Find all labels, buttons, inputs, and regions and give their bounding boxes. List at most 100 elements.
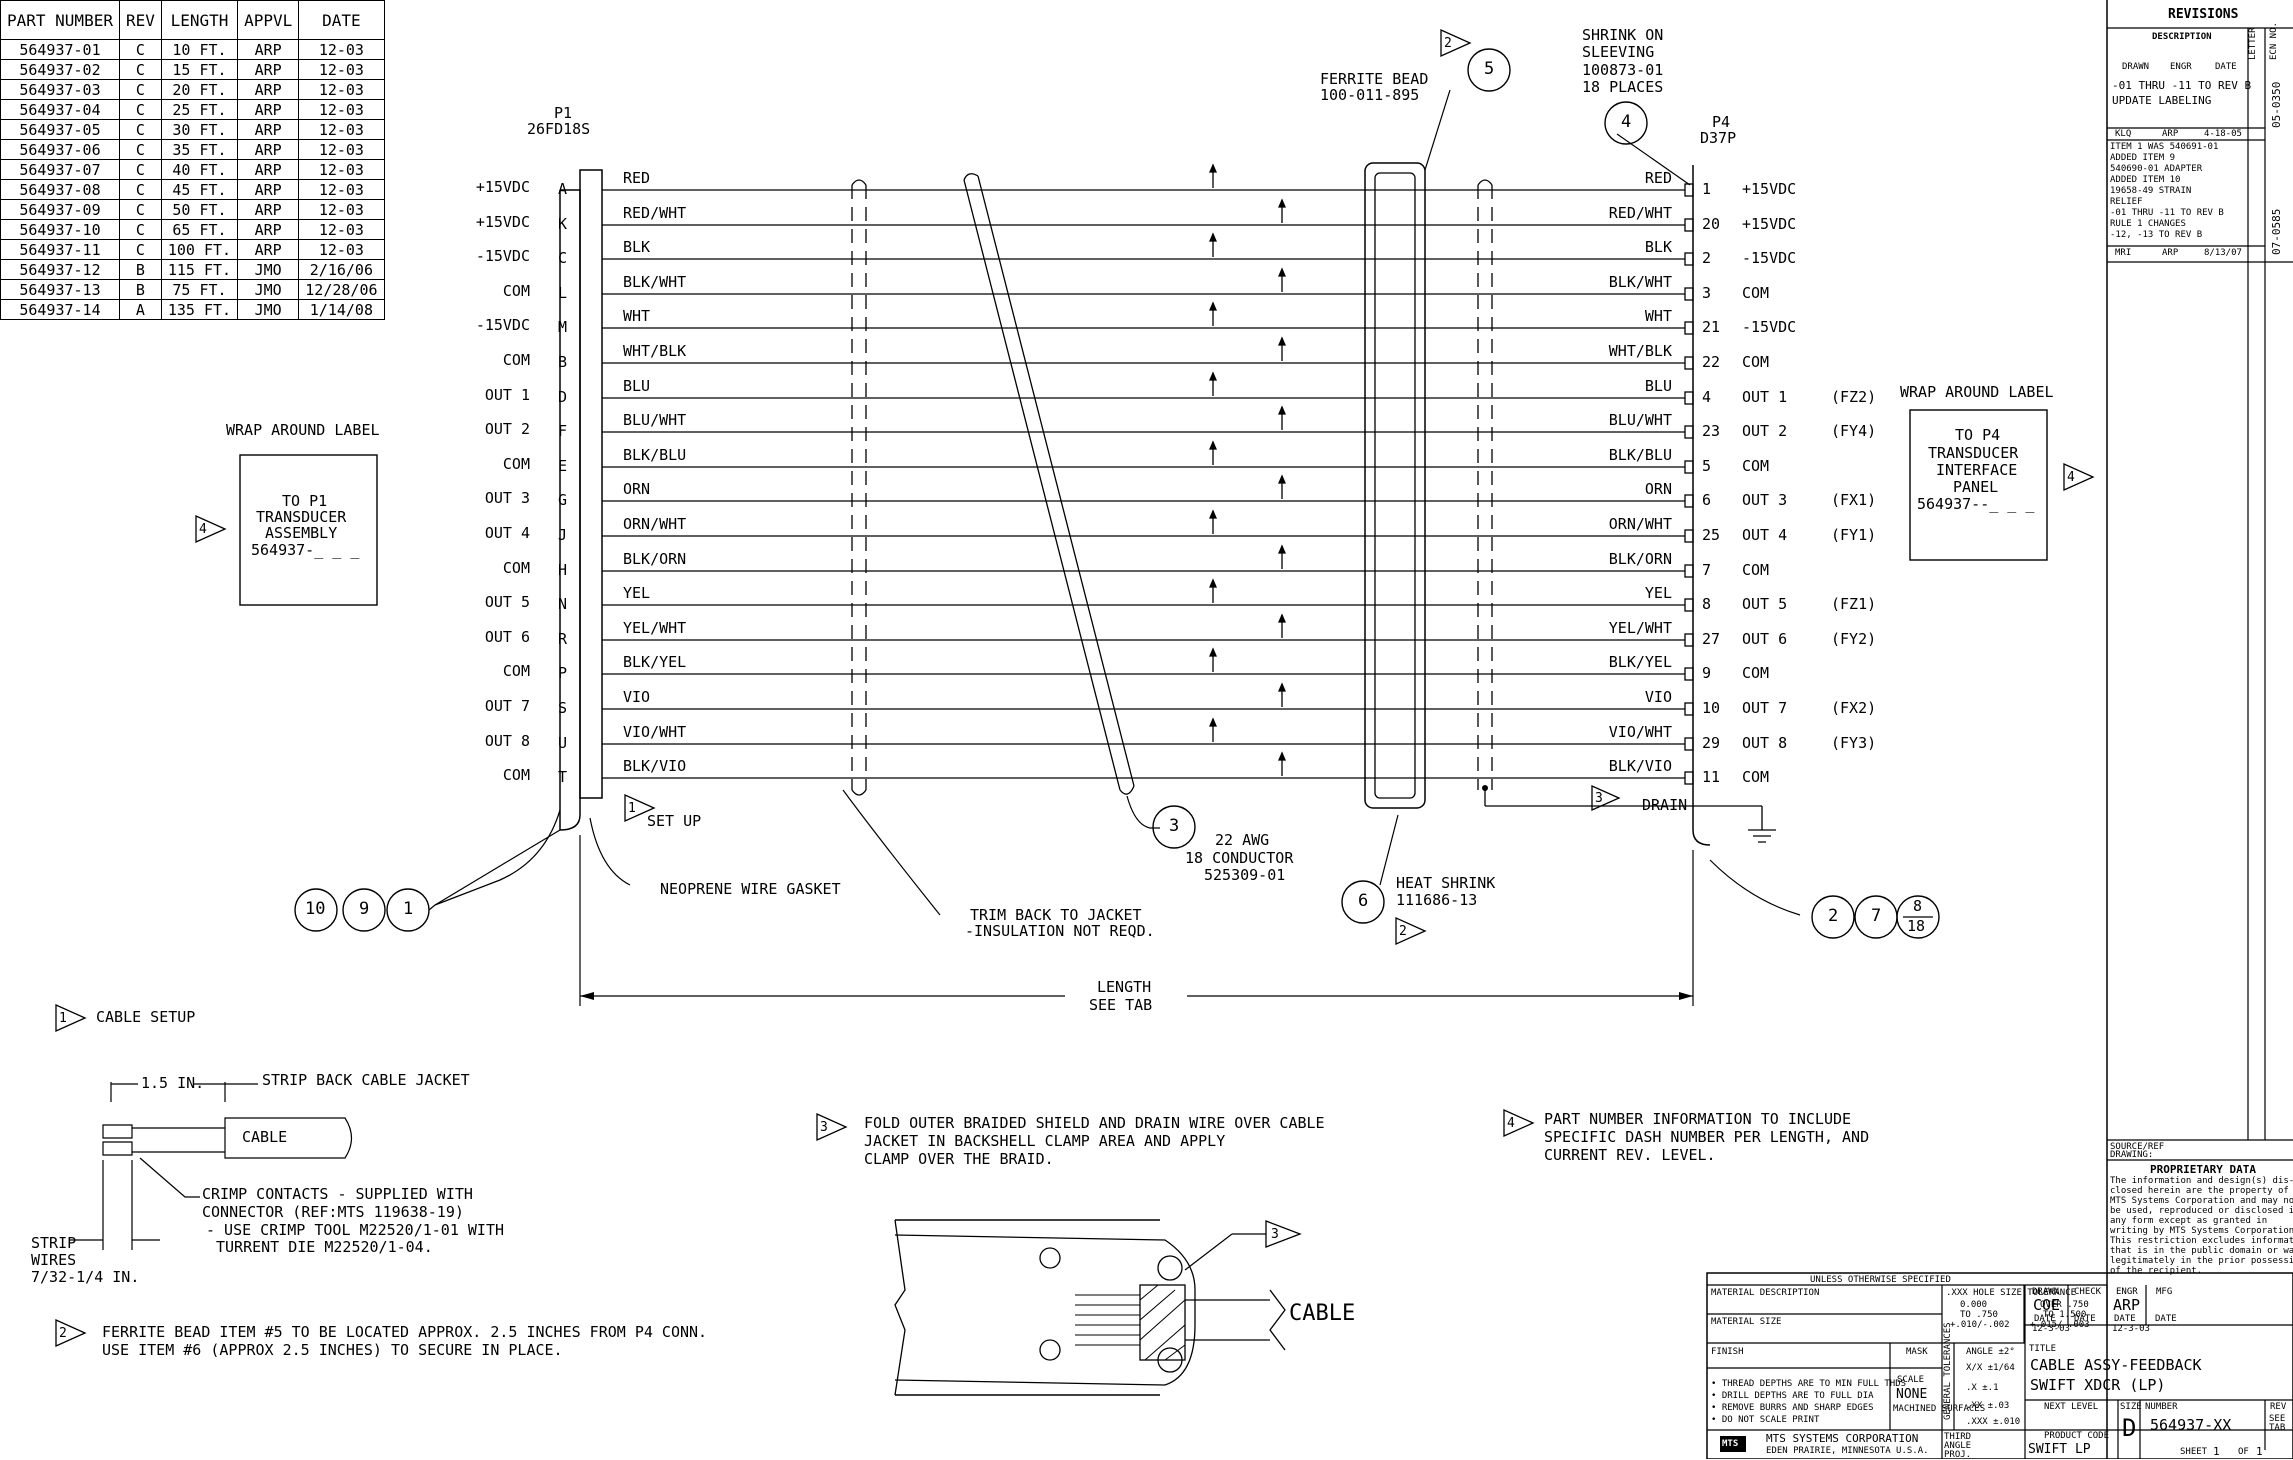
- wire-signal-right: OUT 3: [1742, 491, 1788, 509]
- shrink-sleeve: [1684, 633, 1694, 647]
- wrap-right-l3: INTERFACE: [1936, 461, 2018, 479]
- wire-signal-left: OUT 6: [484, 628, 530, 646]
- note-2-line1: FERRITE BEAD ITEM #5 TO BE LOCATED APPRO…: [102, 1323, 708, 1341]
- tb-mask: MASK: [1906, 1347, 1928, 1357]
- wire-signal-right: OUT 2: [1742, 422, 1788, 440]
- wire-pin-right: 3: [1702, 284, 1712, 302]
- flag-4-note: 4: [1507, 1116, 1515, 1131]
- shrink-sleeve: [1684, 529, 1694, 543]
- wrap-right-l5: 564937--_ _ _: [1917, 495, 2035, 513]
- wire-color-left: VIO/WHT: [623, 723, 687, 741]
- tb-check: CHECK: [2074, 1287, 2102, 1297]
- wire-signal-left: OUT 1: [484, 386, 530, 404]
- wire-pin-left: T: [558, 768, 568, 786]
- wire-pin-right: 29: [1702, 734, 1721, 752]
- rev1-sign-date: 4-18-05: [2204, 129, 2242, 139]
- wire-color-left: BLK/WHT: [623, 273, 687, 291]
- wire-signal-right: +15VDC: [1742, 180, 1797, 198]
- wire-pin-right: 5: [1702, 457, 1712, 475]
- strip-wires-3: 7/32-1/4 IN.: [31, 1268, 140, 1286]
- shrink-label-3: 100873-01: [1582, 61, 1664, 79]
- wire-note: (FY4): [1831, 422, 1877, 440]
- parts-cell: 65 FT.: [160, 219, 239, 240]
- pair-arrow: [1278, 267, 1286, 277]
- length-label: LENGTH: [1097, 978, 1152, 996]
- shrink-sleeve: [1684, 702, 1694, 716]
- parts-cell: 564937-04: [0, 99, 120, 120]
- cable-spec-2: 18 CONDUCTOR: [1185, 849, 1294, 867]
- parts-header-cell: DATE: [298, 0, 385, 40]
- wrap-right-l1: TO P4: [1955, 426, 2001, 444]
- wire-signal-right: COM: [1742, 353, 1770, 371]
- note-3-line2: JACKET IN BACKSHELL CLAMP AREA AND APPLY: [864, 1132, 1226, 1150]
- wire-pin-left: M: [558, 318, 568, 336]
- p1-connector: [579, 169, 603, 799]
- prop-text-line: The information and design(s) dis-: [2110, 1176, 2293, 1186]
- prop-text-line: MTS Systems Corporation and may not: [2110, 1196, 2293, 1206]
- wire-signal-left: COM: [502, 282, 530, 300]
- tb-material-desc: MATERIAL DESCRIPTION: [1711, 1288, 1820, 1298]
- wire-color-right: WHT/BLK: [1608, 342, 1672, 360]
- wire-pin-left: E: [558, 457, 568, 475]
- wire-color-right: BLK/WHT: [1608, 273, 1672, 291]
- wire-signal-left: COM: [502, 662, 530, 680]
- wire-pin-left: R: [558, 630, 568, 648]
- tb-tol-head: .XXX HOLE SIZE TOLERANCE: [1946, 1288, 2077, 1298]
- tb-tol1-a: 0.000: [1960, 1300, 1988, 1310]
- parts-cell: 135 FT.: [160, 299, 239, 320]
- pair-arrow: [1209, 647, 1217, 657]
- pair-arrow: [1278, 613, 1286, 623]
- rev-title: REVISIONS: [2168, 7, 2239, 22]
- setup-label: SET UP: [647, 812, 702, 830]
- wire-pin-right: 8: [1702, 595, 1712, 613]
- wire-pin-left: G: [558, 491, 568, 509]
- wire-signal-right: -15VDC: [1742, 318, 1797, 336]
- wire-signal-right: COM: [1742, 664, 1770, 682]
- wire-signal-right: -15VDC: [1742, 249, 1797, 267]
- rev1-sign-drawn: KLQ: [2115, 129, 2132, 139]
- clamp-cable-label: CABLE: [1289, 1301, 1356, 1326]
- tb-of: OF: [2238, 1447, 2249, 1457]
- prop-text-line: of the recipient.: [2110, 1266, 2203, 1276]
- wire-pin-left: A: [558, 180, 568, 198]
- prop-text-line: any form except as granted in: [2110, 1216, 2268, 1226]
- wire-pin-left: J: [558, 526, 568, 544]
- tb-size-val: D: [2122, 1414, 2137, 1442]
- balloon-7: 7: [1871, 906, 1882, 926]
- tb-x: .X ±.1: [1966, 1383, 1999, 1393]
- pair-arrow: [1209, 301, 1217, 311]
- flag-4-left: 4: [199, 522, 207, 537]
- wire-signal-left: COM: [502, 766, 530, 784]
- tb-third-angle: THIRD ANGLE PROJ.: [1944, 1432, 1972, 1460]
- wrap-left-title: WRAP AROUND LABEL: [226, 421, 380, 439]
- parts-cell: ARP: [237, 199, 300, 220]
- wire-signal-right: +15VDC: [1742, 215, 1797, 233]
- wire-signal-right: COM: [1742, 561, 1770, 579]
- wire-signal-left: OUT 3: [484, 489, 530, 507]
- shrink-sleeve: [1684, 356, 1694, 370]
- rev2-desc-line: -01 THRU -11 TO REV B: [2110, 208, 2224, 218]
- wire-signal-right: COM: [1742, 457, 1770, 475]
- flag-1-setup: 1: [628, 801, 636, 816]
- shrink-sleeve: [1684, 494, 1694, 508]
- heat-shrink-2: 111686-13: [1396, 891, 1478, 909]
- wire-color-left: YEL: [623, 584, 651, 602]
- tb-tol1-b: TO .750: [1960, 1310, 1998, 1320]
- shrink-sleeve: [1684, 321, 1694, 335]
- wire-color-right: BLU: [1644, 377, 1672, 395]
- wire-signal-left: -15VDC: [475, 247, 530, 265]
- p1-name: P1: [554, 104, 573, 122]
- wire-signal-right: OUT 4: [1742, 526, 1788, 544]
- balloon-5: 5: [1484, 59, 1495, 79]
- wire-color-right: BLK/YEL: [1608, 653, 1672, 671]
- balloon-1: 1: [403, 899, 414, 919]
- wire-color-left: YEL/WHT: [623, 619, 687, 637]
- wire-pin-right: 27: [1702, 630, 1721, 648]
- wire-signal-left: OUT 7: [484, 697, 530, 715]
- wrap-right-title: WRAP AROUND LABEL: [1900, 383, 2054, 401]
- wire-pin-right: 23: [1702, 422, 1721, 440]
- tb-engr-val: ARP: [2113, 1296, 2141, 1314]
- crimp-1: CRIMP CONTACTS - SUPPLIED WITH: [202, 1185, 473, 1203]
